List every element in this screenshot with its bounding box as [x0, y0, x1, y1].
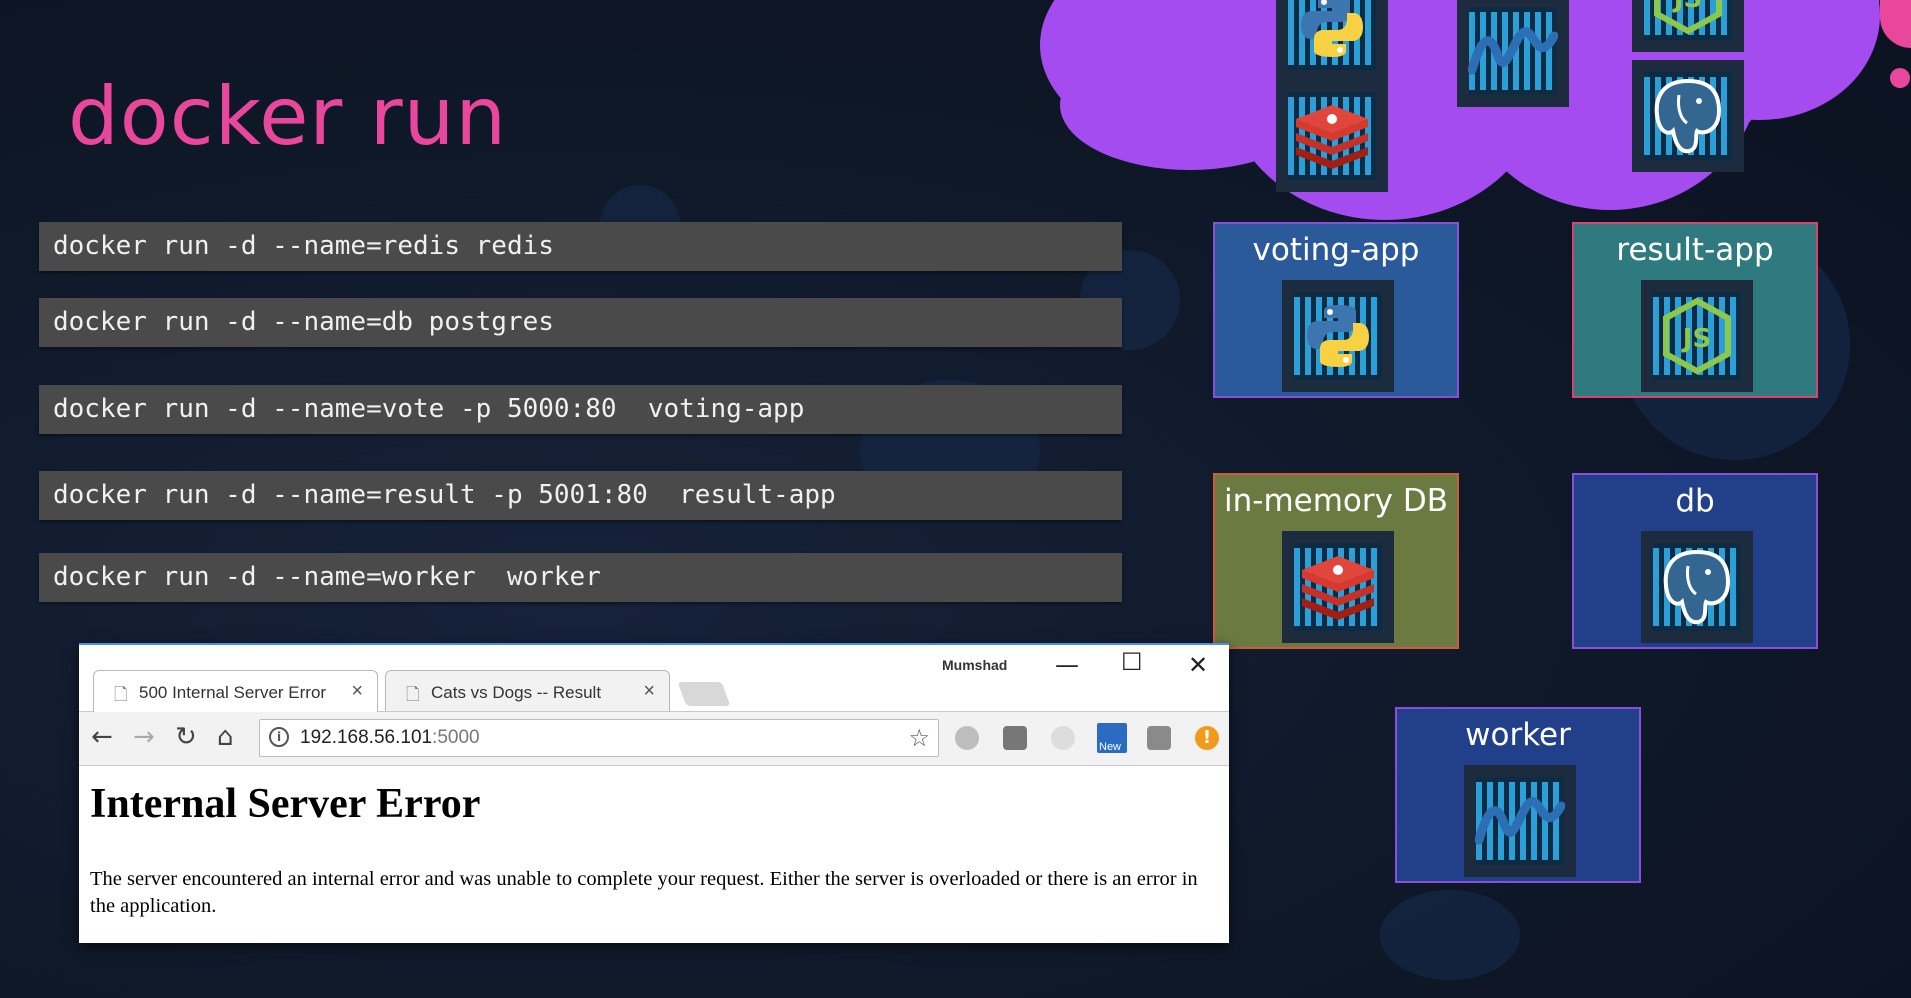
forward-button[interactable]: →	[133, 722, 155, 752]
pink-dot	[1890, 68, 1910, 88]
camera-icon[interactable]	[1147, 726, 1171, 750]
tab-strip: 🗋 500 Internal Server Error × 🗋 Cats vs …	[79, 645, 1229, 712]
svg-text:JS: JS	[1672, 0, 1702, 14]
new-extension-icon[interactable]: New	[1097, 723, 1127, 753]
page-icon: 🗋	[406, 685, 420, 704]
cloud-nodejs-container: JS	[1632, 0, 1744, 52]
tile-label: in-memory DB	[1224, 483, 1448, 519]
nodejs-icon: JS	[1663, 297, 1731, 375]
back-button[interactable]: ←	[91, 722, 113, 752]
browser-window: 🗋 500 Internal Server Error × 🗋 Cats vs …	[79, 643, 1229, 943]
reload-button[interactable]: ↻	[175, 722, 197, 752]
error-heading: Internal Server Error	[90, 781, 481, 827]
maximize-button[interactable]: ☐	[1121, 648, 1143, 676]
command-vote: docker run -d --name=vote -p 5000:80 vot…	[39, 385, 1122, 434]
tile-label: worker	[1465, 717, 1571, 753]
command-result: docker run -d --name=result -p 5001:80 r…	[39, 471, 1122, 520]
container-icon	[1464, 765, 1576, 877]
tab-cats-vs-dogs-result[interactable]: 🗋 Cats vs Dogs -- Result ×	[385, 670, 670, 712]
postgres-icon	[1654, 78, 1722, 154]
tile-label: db	[1675, 483, 1715, 519]
result-app-tile: result-app JS	[1572, 222, 1818, 398]
cloud-postgres-container	[1632, 60, 1744, 172]
url-text: 192.168.56.101:5000	[300, 727, 480, 748]
cloud-python-container	[1276, 0, 1388, 82]
close-window-button[interactable]: ✕	[1188, 651, 1209, 679]
db-tile: db	[1572, 473, 1818, 649]
page-content: Internal Server Error The server encount…	[79, 766, 1229, 943]
new-badge: New	[1099, 741, 1122, 753]
address-bar[interactable]: i 192.168.56.101:5000 ☆	[259, 719, 939, 757]
cloud-redis-container	[1276, 80, 1388, 192]
page-icon: 🗋	[114, 685, 128, 704]
worker-tile: worker	[1395, 707, 1641, 883]
command-db: docker run -d --name=db postgres	[39, 298, 1122, 347]
minimize-button[interactable]: —	[1055, 651, 1079, 679]
redis-icon	[1302, 556, 1374, 620]
info-icon[interactable]: i	[269, 727, 289, 747]
close-tab-icon[interactable]: ×	[643, 680, 655, 702]
dotnet-icon	[1475, 797, 1565, 845]
in-memory-db-tile: in-memory DB	[1213, 473, 1459, 649]
cloud-dotnet-container	[1457, 0, 1569, 107]
tile-label: voting-app	[1252, 232, 1420, 268]
tile-label: result-app	[1616, 232, 1774, 268]
command-redis: docker run -d --name=redis redis	[39, 222, 1122, 271]
pink-dot	[1880, 0, 1911, 48]
python-icon	[1307, 305, 1369, 367]
container-icon	[1282, 280, 1394, 392]
container-icon	[1641, 531, 1753, 643]
profile-name[interactable]: Mumshad	[942, 657, 1008, 673]
background-bubble	[1380, 890, 1520, 980]
error-message: The server encountered an internal error…	[90, 868, 1198, 917]
new-tab-button[interactable]	[677, 682, 731, 706]
python-icon	[1301, 0, 1363, 57]
angular-extension-icon[interactable]	[955, 726, 979, 750]
container-icon	[1282, 531, 1394, 643]
tab-label: 500 Internal Server Error	[139, 683, 327, 702]
voting-app-tile: voting-app	[1213, 222, 1459, 398]
dotnet-icon	[1468, 27, 1558, 75]
tab-internal-server-error[interactable]: 🗋 500 Internal Server Error ×	[93, 670, 378, 712]
lightning-extension-icon[interactable]	[1051, 726, 1075, 750]
warning-icon[interactable]: !	[1195, 726, 1219, 750]
postgres-icon	[1663, 549, 1731, 625]
browser-toolbar: ← → ↻ ⌂ i 192.168.56.101:5000 ☆ New !	[79, 711, 1229, 766]
nodejs-icon: JS	[1654, 0, 1722, 35]
extension-icon[interactable]	[1003, 726, 1027, 750]
redis-icon	[1296, 105, 1368, 169]
home-button[interactable]: ⌂	[217, 722, 234, 752]
close-tab-icon[interactable]: ×	[351, 680, 363, 702]
container-icon: JS	[1641, 280, 1753, 392]
bookmark-star-icon[interactable]: ☆	[908, 724, 930, 752]
slide-title: docker run	[68, 70, 508, 163]
tab-label: Cats vs Dogs -- Result	[431, 683, 602, 702]
command-worker: docker run -d --name=worker worker	[39, 553, 1122, 602]
svg-text:JS: JS	[1681, 324, 1711, 354]
